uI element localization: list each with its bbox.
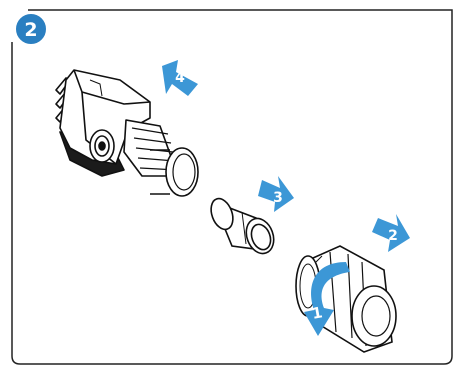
- valve-body-icon: [55, 69, 199, 197]
- panel-border: [11, 9, 453, 365]
- callout-3-label: 3: [273, 190, 283, 206]
- callout-3: 3: [258, 176, 294, 212]
- callout-1-label: 1: [310, 303, 323, 323]
- direction-arrow-icon: [162, 60, 198, 96]
- callout-2-label: 2: [388, 228, 398, 244]
- direction-arrow-icon: [258, 176, 294, 212]
- curved-rotate-arrow-icon: [304, 262, 350, 336]
- callout-4: 4: [162, 60, 198, 96]
- step-number: 2: [24, 19, 37, 41]
- callout-4-label: 4: [175, 70, 185, 86]
- callout-2: 2: [372, 214, 410, 252]
- threaded-cap-icon: [295, 245, 397, 353]
- filter-sleeve-icon: [210, 197, 275, 255]
- direction-arrow-icon: [372, 214, 410, 252]
- step-badge-circle: [14, 12, 48, 46]
- step-badge: 2: [14, 12, 48, 46]
- callout-1: 1: [304, 262, 350, 336]
